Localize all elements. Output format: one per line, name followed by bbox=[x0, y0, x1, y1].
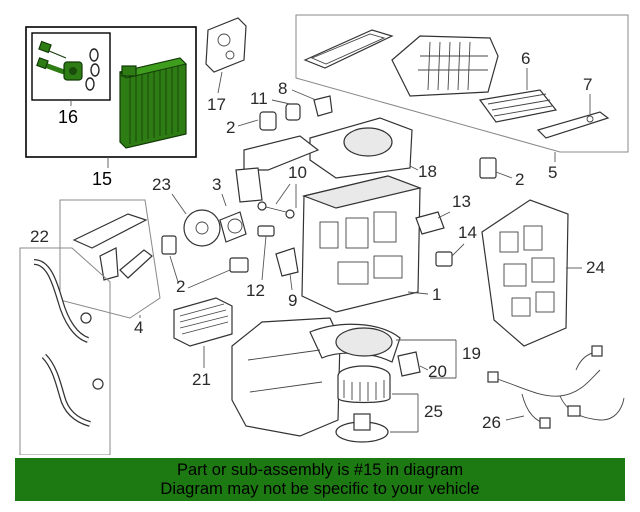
callout-21: 21 bbox=[192, 370, 211, 389]
part-17-icon bbox=[205, 17, 247, 73]
part-15-box[interactable] bbox=[25, 26, 197, 158]
hvac-case-icon bbox=[301, 175, 423, 313]
callout-23: 23 bbox=[152, 175, 171, 194]
expansion-valve-icon bbox=[63, 61, 83, 81]
evaporator-core-icon[interactable] bbox=[119, 57, 187, 149]
filter-cover-icon bbox=[536, 111, 610, 139]
link-rod-icon bbox=[257, 201, 295, 219]
callout-14: 14 bbox=[458, 223, 477, 242]
actuator-small-icon bbox=[259, 95, 333, 131]
callout-25: 25 bbox=[424, 402, 443, 421]
callout-4: 4 bbox=[134, 318, 143, 337]
callout-26: 26 bbox=[482, 413, 501, 432]
callout-9: 9 bbox=[288, 291, 297, 310]
callout-2-b: 2 bbox=[176, 277, 185, 296]
callout-13: 13 bbox=[452, 192, 471, 211]
sensor-icon bbox=[161, 157, 497, 273]
defrost-duct-icon bbox=[235, 135, 320, 203]
callout-8: 8 bbox=[278, 79, 287, 98]
o-ring-icon bbox=[85, 48, 100, 91]
callout-24: 24 bbox=[586, 258, 605, 277]
callout-3: 3 bbox=[212, 175, 221, 194]
callout-17: 17 bbox=[207, 95, 226, 114]
callout-18: 18 bbox=[418, 162, 437, 181]
callout-1: 1 bbox=[432, 285, 441, 304]
part-22-box bbox=[19, 247, 111, 455]
callout-19: 19 bbox=[462, 344, 481, 363]
part-4-box bbox=[59, 199, 161, 319]
blower-resistor-icon bbox=[397, 351, 421, 377]
callout-11: 11 bbox=[250, 89, 268, 108]
callout-15[interactable]: 15 bbox=[92, 169, 112, 189]
heater-core-icon bbox=[173, 297, 233, 347]
part-5-box bbox=[295, 14, 629, 153]
door-link-icon bbox=[257, 225, 299, 277]
callout-22: 22 bbox=[30, 227, 49, 246]
callout-6: 6 bbox=[521, 49, 530, 68]
upper-case-icon bbox=[309, 117, 413, 179]
wiring-harness-icon bbox=[487, 345, 625, 429]
callout-5: 5 bbox=[548, 163, 557, 182]
heater-case-icon bbox=[481, 199, 569, 347]
blower-motor-icon bbox=[335, 365, 391, 443]
part-5-duct-icon bbox=[303, 29, 394, 69]
resistor-icon bbox=[415, 211, 453, 267]
blower-upper-housing-icon bbox=[391, 35, 499, 97]
bolt-icon bbox=[36, 40, 67, 75]
callout-10: 10 bbox=[288, 163, 307, 182]
callout-2-a: 2 bbox=[226, 118, 235, 137]
callout-20: 20 bbox=[428, 362, 447, 381]
mode-door-actuator-icon bbox=[183, 209, 247, 247]
callout-7: 7 bbox=[583, 75, 592, 94]
info-banner: Part or sub-assembly is #15 in diagram D… bbox=[15, 458, 625, 501]
banner-line-2: Diagram may not be specific to your vehi… bbox=[160, 480, 480, 498]
parts-diagram: 16 15 17 6 7 5 11 bbox=[19, 14, 629, 455]
callout-12: 12 bbox=[246, 281, 265, 300]
blower-housing-icon bbox=[231, 317, 401, 437]
banner-line-1: Part or sub-assembly is #15 in diagram bbox=[176, 461, 464, 479]
air-duct-icon bbox=[72, 213, 153, 281]
callout-16: 16 bbox=[58, 107, 78, 127]
cabin-filter-icon bbox=[478, 89, 558, 123]
callout-2-c: 2 bbox=[515, 170, 524, 189]
ac-line-icon bbox=[33, 259, 104, 427]
